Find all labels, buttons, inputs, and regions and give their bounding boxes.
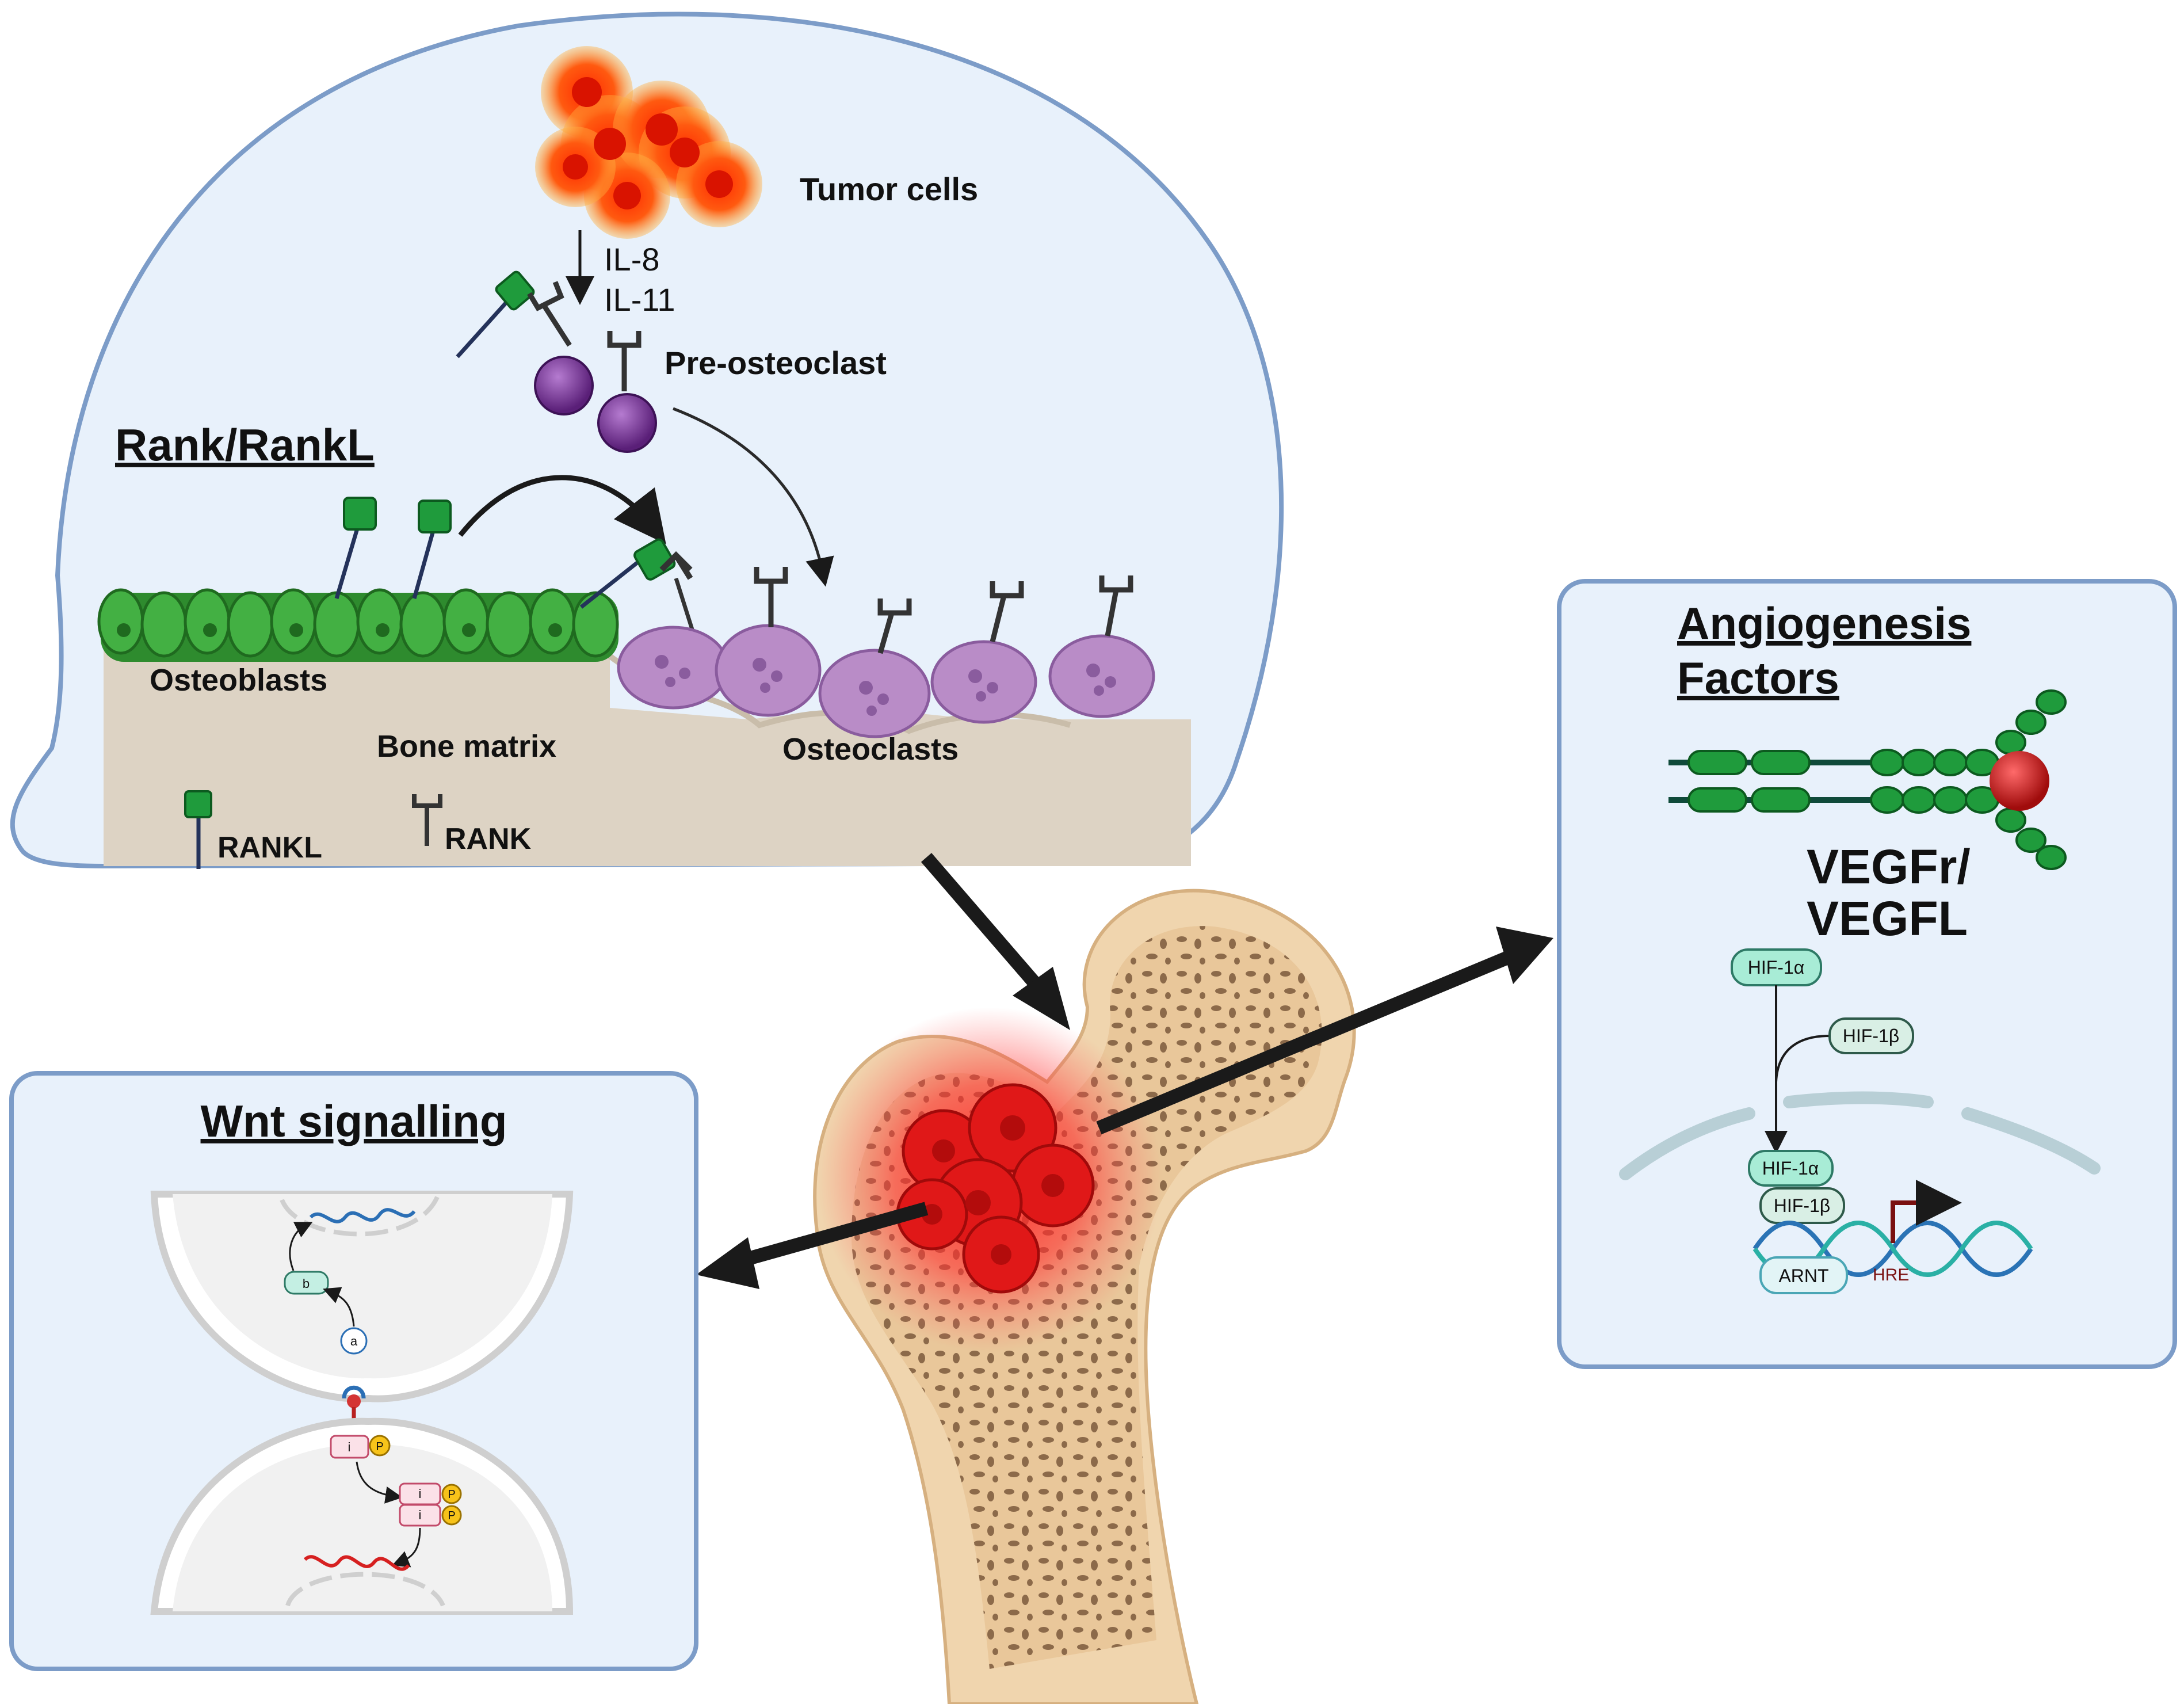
node-i-3 (399, 1504, 441, 1527)
arrow-to-angiogenesis (1096, 927, 1553, 1135)
rank-receptor-2 (877, 599, 912, 654)
arrow-to-bone (921, 853, 1070, 1030)
gene-strand-red (303, 1555, 410, 1571)
preosteoclast-cell-2 (597, 393, 657, 453)
rank-legend-icon (412, 794, 442, 846)
hre-label: HRE (1873, 1265, 1909, 1284)
preosteoclast-label: Pre-osteoclast (665, 345, 887, 381)
arnt-node (1759, 1256, 1848, 1294)
node-i-1-label: i (348, 1440, 351, 1454)
hif1b-nuclear-node (1759, 1187, 1845, 1224)
hif1b-label: HIF-1β (1843, 1026, 1899, 1046)
node-a (340, 1327, 368, 1355)
upper-cell (150, 1191, 574, 1402)
phospho-3 (441, 1505, 462, 1526)
rankl-binding-arrow (458, 475, 666, 544)
dimer-to-gene-arrow (392, 1527, 421, 1568)
nuclear-envelope (1619, 1091, 2101, 1180)
phospho-1-label: P (376, 1440, 383, 1453)
rankl-receptor-1 (334, 497, 377, 599)
hif1a-label: HIF-1α (1748, 957, 1805, 978)
gene-strand-blue (309, 1208, 416, 1223)
node-i-1 (330, 1435, 369, 1459)
preosteoclast-rank-1 (527, 281, 572, 347)
osteoclast-group (617, 624, 1155, 738)
rank-receptor-1 (754, 567, 788, 627)
rank-rankl-title: Rank/RankL (115, 420, 375, 470)
phospho-3-label: P (448, 1509, 455, 1522)
rankl-legend-icon (184, 790, 212, 869)
hif1a-nuclear-label: HIF-1α (1762, 1158, 1819, 1179)
tumor-cell-cluster (535, 46, 762, 239)
il11-label: IL-11 (604, 281, 675, 318)
i-to-dimer-arrow (356, 1461, 403, 1504)
preosteoclast-rank-2 (607, 331, 642, 391)
hif1b-node (1828, 1017, 1914, 1054)
il8-label: IL-8 (604, 241, 660, 277)
vegf-label-line2: VEGFL (1807, 891, 1968, 946)
rankl-legend-label: RANKL (217, 831, 322, 864)
osteoclasts-label: Osteoclasts (782, 732, 959, 767)
vegf-receptor-icon (1668, 689, 2067, 870)
hif-join-line (1775, 1035, 1830, 1082)
preosteoclast-cell-1 (534, 356, 594, 415)
soluble-rankl (456, 270, 535, 359)
phospho-2-label: P (448, 1488, 455, 1501)
rankl-receptor-2 (412, 500, 452, 599)
arnt-label: ARNT (1778, 1265, 1828, 1286)
angiogenesis-panel (1557, 579, 2177, 1369)
hif1b-nuclear-label: HIF-1β (1774, 1195, 1830, 1216)
arrow-to-wnt (696, 1202, 929, 1289)
bone-matrix-label: Bone matrix (377, 729, 556, 764)
phospho-1 (369, 1435, 391, 1457)
differentiation-arrow (673, 407, 834, 587)
bone-tumor (817, 1007, 1162, 1352)
osteoblast-layer (97, 588, 619, 662)
node-i-2-label: i (419, 1486, 422, 1501)
angiogenesis-title-line2: Factors (1677, 653, 1839, 703)
tumor-cells-label: Tumor cells (800, 171, 978, 207)
node-b (284, 1271, 329, 1295)
phospho-2 (441, 1484, 462, 1504)
angiogenesis-title-line1: Angiogenesis (1677, 598, 1971, 649)
rank-receptor-4 (1099, 575, 1133, 636)
osteoblasts-label: Osteoblasts (150, 663, 327, 697)
node-i-3-label: i (419, 1508, 422, 1522)
rank-legend-label: RANK (445, 822, 532, 856)
node-a-label: a (350, 1334, 358, 1348)
node-b-label: b (303, 1276, 310, 1291)
rankl-rank-complex (579, 538, 696, 634)
vegf-label-line1: VEGFr/ (1807, 840, 1971, 894)
b-to-gene-arrow (289, 1222, 313, 1271)
hif1a-nuclear-node (1748, 1150, 1834, 1187)
a-to-b-arrow (323, 1287, 355, 1327)
wnt-title: Wnt signalling (201, 1096, 507, 1146)
transcription-arrow (1891, 1180, 1962, 1243)
rank-receptor-3 (990, 581, 1024, 643)
